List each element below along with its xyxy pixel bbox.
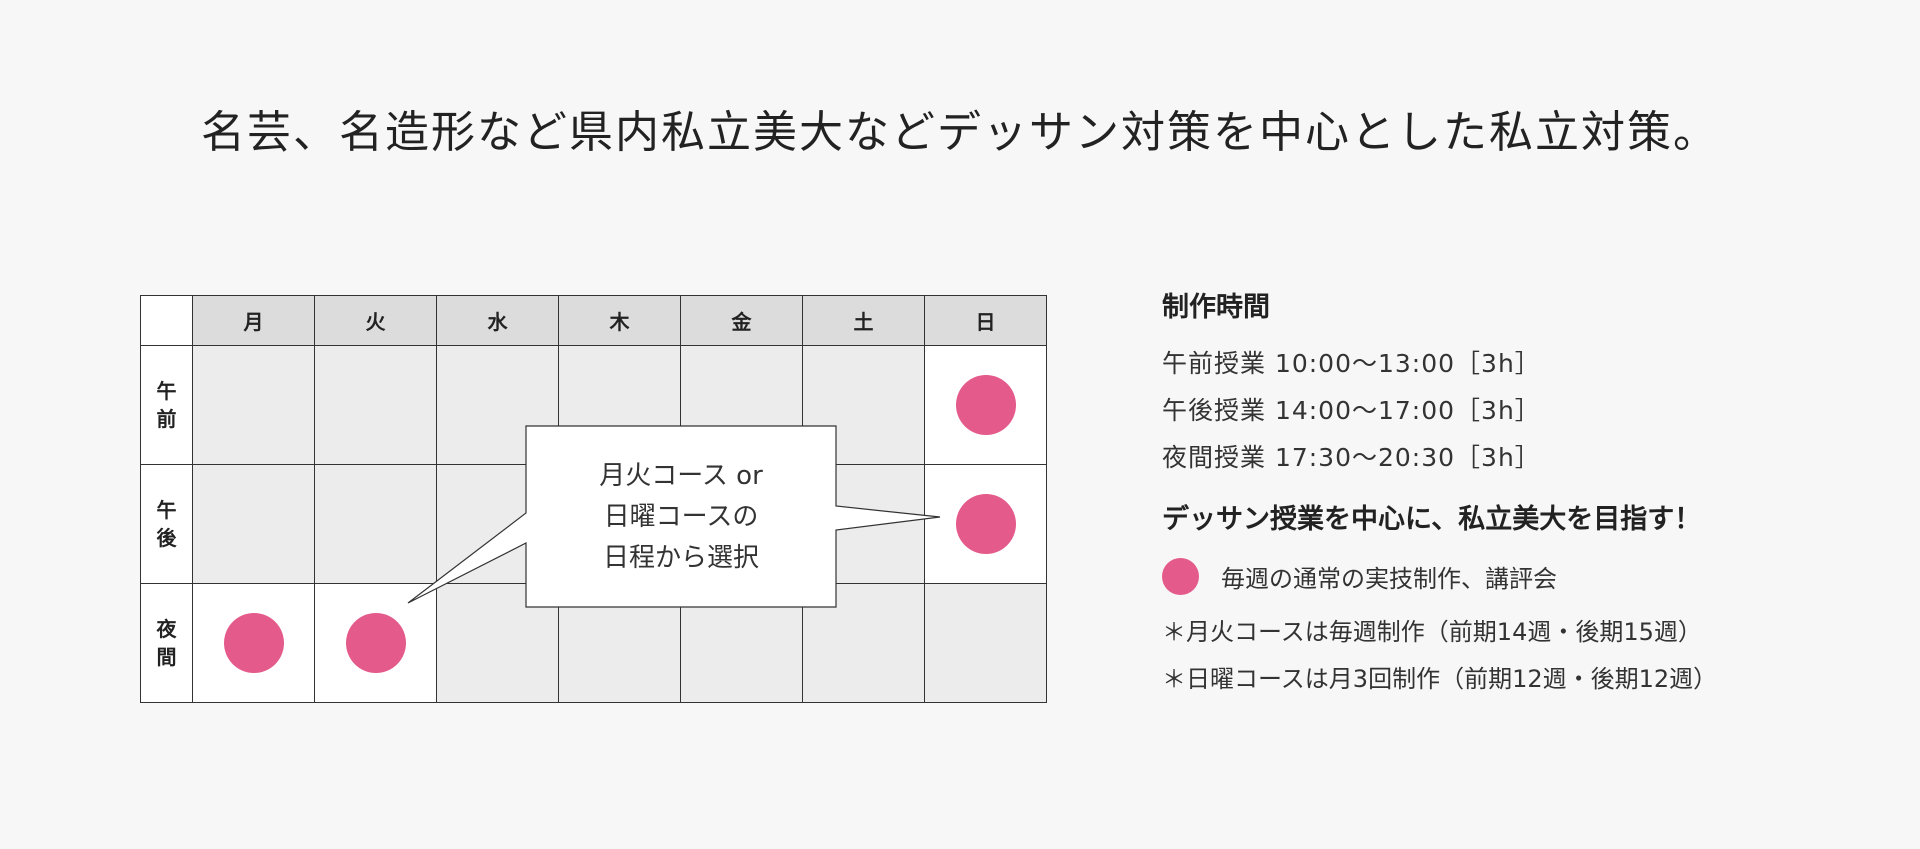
legend: 毎週の通常の実技制作、講評会 [1162,558,1717,595]
slot-cell [193,346,315,465]
slot-cell [315,465,437,584]
callout-line: 日程から選択 [602,543,759,573]
day-header: 土 [803,296,925,346]
day-header: 水 [437,296,559,346]
slot-cell [315,584,437,703]
notes: ＊月火コースは毎週制作（前期14週・後期15週） ＊日曜コースは月3回制作（前期… [1162,609,1717,703]
callout-text: 月火コース or 日曜コースの 日程から選択 [526,456,836,579]
session-dot-icon [345,613,406,673]
note-item: ＊日曜コースは月3回制作（前期12週・後期12週） [1162,665,1718,693]
slot-cell [193,465,315,584]
legend-label: 毎週の通常の実技制作、講評会 [1221,565,1557,593]
slot-cell [193,584,315,703]
corner-cell [141,296,193,346]
row-label: 前 [156,407,177,431]
time-item: 夜間授業 17:30～20:30［3h］ [1162,443,1541,472]
row-label: 夜 [156,617,177,641]
day-header: 月 [193,296,315,346]
session-dot-icon [955,494,1016,554]
time-list: 午前授業 10:00～13:00［3h］ 午後授業 14:00～17:00［3h… [1162,340,1717,481]
day-header: 火 [315,296,437,346]
session-dot-icon [955,375,1016,435]
info-subtitle: デッサン授業を中心に、私立美大を目指す！ [1162,504,1702,535]
headline: 名芸、名造形など県内私立美大などデッサン対策を中心とした私立対策。 [201,107,1719,158]
row-label: 午 [156,498,177,522]
row-header-evening: 夜 間 [141,584,193,703]
info-title: 制作時間 [1162,292,1270,323]
slot-cell [925,465,1047,584]
slot-cell [925,346,1047,465]
time-item: 午後授業 14:00～17:00［3h］ [1162,396,1541,425]
time-item: 午前授業 10:00～13:00［3h］ [1162,349,1541,378]
info-panel: 制作時間 午前授業 10:00～13:00［3h］ 午後授業 14:00～17:… [1162,285,1717,703]
session-dot-icon [223,613,284,673]
day-header: 金 [681,296,803,346]
row-label: 後 [156,526,177,550]
callout-line: 月火コース or [599,461,763,491]
legend-dot-icon [1162,558,1199,595]
row-header-afternoon: 午 後 [141,465,193,584]
note-item: ＊月火コースは毎週制作（前期14週・後期15週） [1162,618,1702,646]
row-header-morning: 午 前 [141,346,193,465]
day-header: 木 [559,296,681,346]
row-label: 午 [156,379,177,403]
slot-cell [925,584,1047,703]
row-label: 間 [156,645,177,669]
callout-line: 日曜コースの [603,502,759,532]
slot-cell [315,346,437,465]
day-header: 日 [925,296,1047,346]
